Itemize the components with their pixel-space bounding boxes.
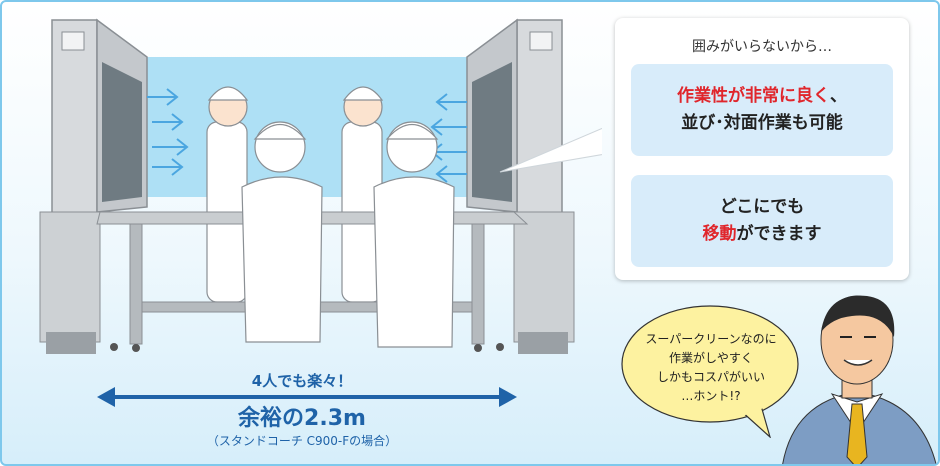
- feature-mobility-line2: 移動ができます: [703, 221, 822, 248]
- businessman-illustration: [782, 295, 937, 464]
- feature-workability: 作業性が非常に良く、 並び･対面作業も可能: [631, 64, 893, 156]
- feature-workability-line2: 並び･対面作業も可能: [681, 113, 843, 133]
- feature-workability-highlight: 作業性が非常に良く: [677, 86, 830, 106]
- feature-workability-tail: 、: [830, 86, 847, 106]
- caption-width: 余裕の2.3m: [238, 406, 366, 431]
- bubble-line: …ホント!?: [681, 389, 741, 403]
- airflow-arrows-left: [147, 88, 189, 176]
- feature-workability-line1: 作業性が非常に良く、: [677, 83, 847, 110]
- speech-bubble: [621, 305, 799, 438]
- clean-bench-scene: [39, 18, 602, 354]
- worker-front-left: [241, 121, 323, 343]
- airflow-arrows-right: [430, 93, 467, 183]
- caption-four-people: 4人でも楽々！: [251, 372, 353, 390]
- caption-model-note: （スタンドコーチ C900-Fの場合）: [206, 434, 398, 448]
- feature-mobility-highlight: 移動: [702, 224, 737, 244]
- benefit-panel: 囲みがいらないから… 作業性が非常に良く、 並び･対面作業も可能 どこにでも 移…: [615, 18, 909, 280]
- bubble-line: スーパークリーンなのに: [645, 332, 777, 346]
- feature-mobility-tail: ができます: [736, 224, 822, 244]
- worker-front-right: [373, 121, 455, 348]
- feature-mobility: どこにでも 移動ができます: [631, 175, 893, 267]
- width-arrow: [97, 387, 517, 407]
- right-clean-unit: [466, 18, 575, 354]
- callout-pointer: [499, 127, 602, 173]
- feature-mobility-line1: どこにでも: [719, 197, 805, 217]
- bubble-line: 作業がしやすく: [669, 351, 753, 365]
- speech-bubble-text: スーパークリーンなのに 作業がしやすく しかもコスパがいい …ホント!?: [620, 330, 802, 406]
- bubble-line: しかもコスパがいい: [656, 370, 765, 384]
- panel-title: 囲みがいらないから…: [692, 39, 832, 55]
- left-clean-unit: [39, 18, 148, 354]
- worker-back-left: [206, 86, 249, 303]
